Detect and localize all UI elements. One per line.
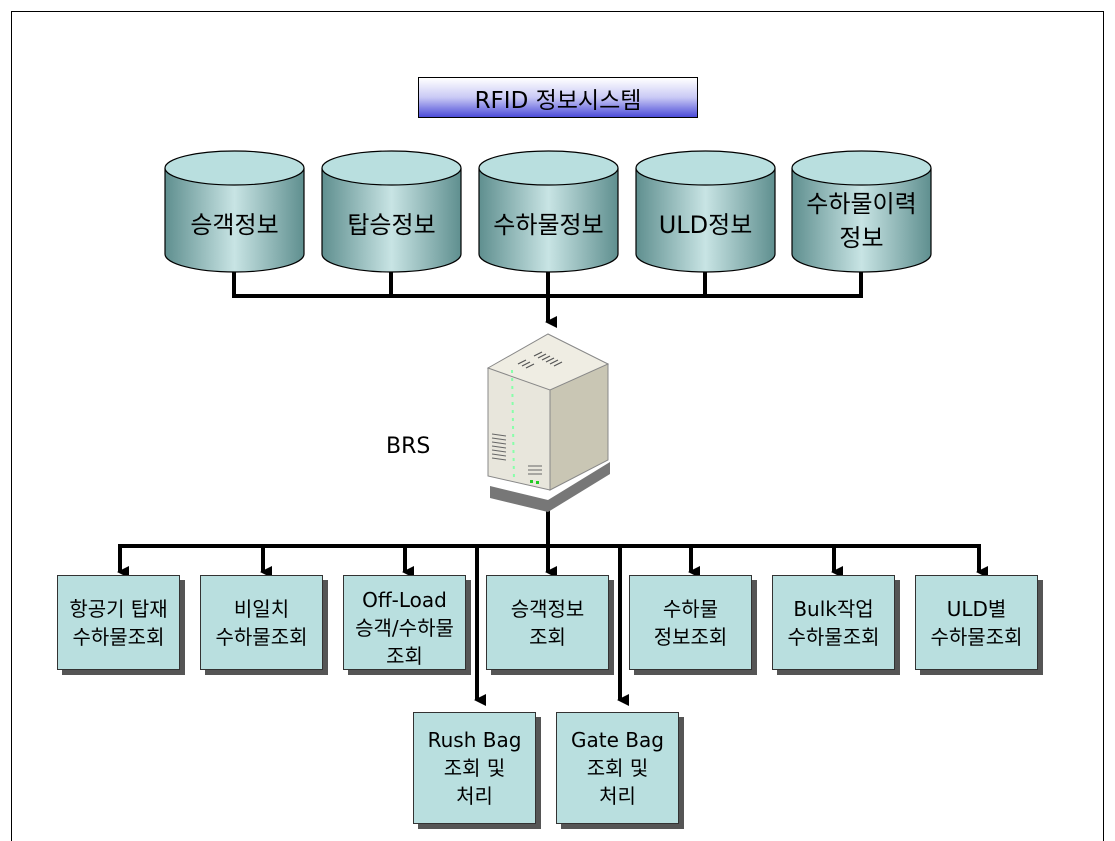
- database-label: 수하물정보: [478, 186, 619, 264]
- function-box: 항공기 탑재 수하물조회: [57, 575, 180, 670]
- system-title: RFID 정보시스템: [418, 77, 698, 118]
- database-label: 탑승정보: [321, 186, 462, 264]
- function-box: Bulk작업 수하물조회: [772, 575, 895, 670]
- database-uld: ULD정보: [635, 150, 776, 274]
- server-icon: [478, 330, 618, 512]
- database-baggage-history: 수하물이력 정보: [791, 150, 932, 274]
- function-box: ULD별 수하물조회: [915, 575, 1038, 670]
- database-label: 수하물이력 정보: [791, 178, 932, 264]
- function-box: 비일치 수하물조회: [200, 575, 323, 670]
- database-label: 승객정보: [164, 186, 305, 264]
- function-box: Off-Load 승객/수하물 조회: [343, 575, 466, 670]
- database-label: ULD정보: [635, 186, 776, 264]
- server-label: BRS: [386, 434, 430, 459]
- sub-function-box: Gate Bag 조회 및 처리: [556, 712, 679, 824]
- function-box: 수하물 정보조회: [629, 575, 752, 670]
- sub-function-box: Rush Bag 조회 및 처리: [413, 712, 536, 824]
- database-passenger: 승객정보: [164, 150, 305, 274]
- database-boarding: 탑승정보: [321, 150, 462, 274]
- database-baggage: 수하물정보: [478, 150, 619, 274]
- function-box: 승객정보 조회: [486, 575, 609, 670]
